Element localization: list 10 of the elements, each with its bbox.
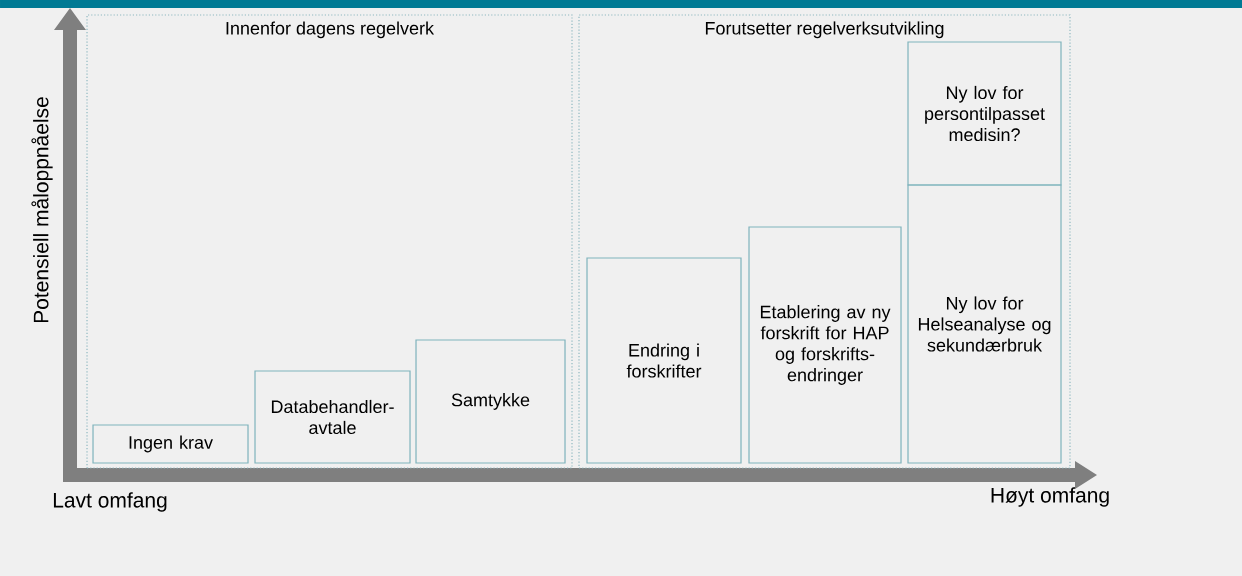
axis-label: Lavt omfang <box>53 492 167 512</box>
axis-label: Høyt omfang <box>991 487 1109 507</box>
text-box: Databehandler- avtale <box>254 370 411 464</box>
text-box: Etablering av ny forskrift for HAP og forskrifts- endringer <box>748 226 902 464</box>
text-box: Ingen krav <box>92 424 249 464</box>
axis-label: Potensiell måloppnåelse <box>31 97 53 323</box>
text-box: Endring i forskrifter <box>586 257 742 464</box>
text-box: Ny lov for persontilpasset medisin? <box>907 41 1062 186</box>
text-box: Ny lov for Helseanalyse og sekundærbruk <box>907 184 1062 464</box>
text-box: Samtykke <box>415 339 566 464</box>
